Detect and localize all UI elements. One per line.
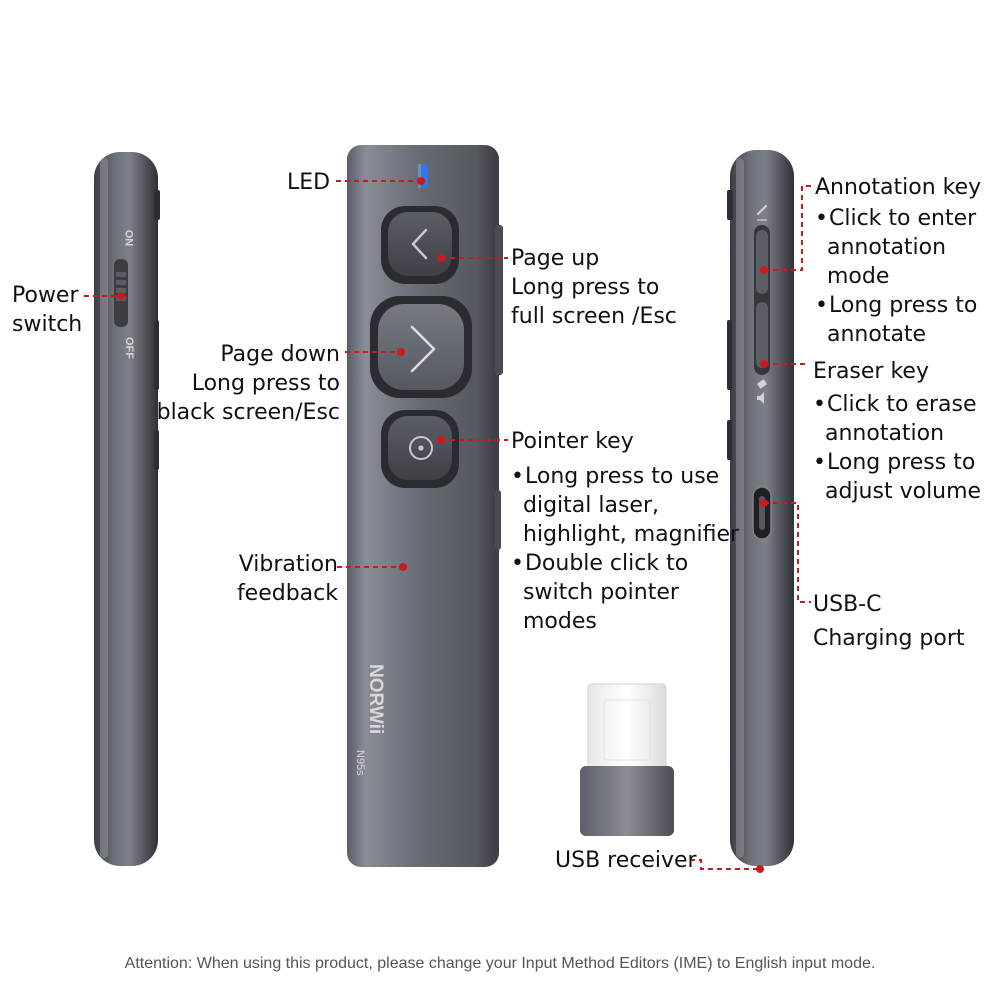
left-edge-notch (154, 190, 160, 220)
chevron-right-icon (410, 325, 436, 373)
annotation-bullet-1-line-2: annotation (827, 235, 947, 260)
annotation-title: Annotation key (815, 175, 982, 200)
attention-footer: Attention: When using this product, plea… (124, 955, 876, 972)
left-body (94, 152, 158, 866)
power-switch-ridge (116, 280, 126, 285)
callout-dot (437, 436, 445, 444)
callout-dots (117, 177, 768, 873)
right-highlight (736, 158, 744, 858)
page-up-label: Page up Long press to full screen /Esc (511, 244, 677, 331)
page-down-label: Page down Long press to black screen/Esc (157, 340, 340, 427)
callout-usb-c (764, 502, 811, 603)
led-label: LED (287, 170, 331, 195)
eraser-label: Eraser key Click to erase annotation Lon… (813, 357, 981, 506)
pointer-bullet-1-line-2: digital laser, (523, 493, 659, 518)
brand-name: NORWii (365, 664, 386, 735)
left-side-view (94, 152, 160, 866)
pointer-bullet-1-line-1: Long press to use (511, 462, 739, 491)
chevron-left-icon (411, 228, 428, 260)
right-edge-notch (727, 420, 732, 460)
front-side-edge (495, 490, 501, 550)
callout-dot (117, 292, 125, 300)
page-up-button[interactable] (388, 212, 452, 276)
power-on-marking: ON (122, 229, 135, 247)
callouts (84, 180, 813, 870)
callout-dot (437, 254, 445, 262)
eraser-bullet-1-line-2: annotation (825, 421, 945, 446)
volume-icon (757, 392, 764, 404)
callout-annotation (764, 185, 813, 271)
annotation-bullet-1-line-3: mode (827, 264, 890, 289)
front-side-edge (495, 225, 503, 375)
annotation-label: Annotation key Click to enter annotation… (815, 173, 981, 349)
pointer-target-dot (418, 445, 424, 451)
pointer-bullet-1-line-3: highlight, magnifier (523, 522, 740, 547)
page-down-line-2: black screen/Esc (156, 400, 340, 425)
usb-receiver-body (580, 766, 674, 836)
eraser-bullet-2-line-2: adjust volume (825, 479, 982, 504)
eraser-title: Eraser key (813, 359, 929, 384)
usb-c-label: USB-C Charging port (813, 588, 965, 656)
callout-dot (760, 360, 768, 368)
power-switch-label: Power switch (12, 281, 82, 339)
callout-dot (756, 865, 764, 873)
eraser-icon (757, 379, 767, 389)
page-up-title: Page up (511, 246, 600, 271)
power-switch-ridge (116, 272, 126, 277)
usb-plug-inner (603, 699, 651, 761)
eraser-bullet-2-line-1: Long press to (813, 448, 981, 477)
right-edge-notch (727, 190, 733, 220)
front-view (347, 145, 503, 867)
pointer-target-icon (409, 436, 433, 460)
pointer-title: Pointer key (511, 429, 634, 454)
callout-dot (760, 266, 768, 274)
usb-c-line-2: Charging port (813, 626, 965, 651)
right-edge-notch (727, 320, 732, 390)
callout-usb-receiver (690, 859, 760, 870)
annotation-bullet-2-line-1: Long press to (815, 291, 981, 320)
callout-dot (399, 563, 407, 571)
pointer-bullet-2-line-1: Double click to (511, 549, 739, 578)
eraser-key[interactable] (756, 302, 768, 368)
pointer-label: Pointer key Long press to use digital la… (511, 427, 739, 636)
usb-c-line-1: USB-C (813, 592, 882, 617)
pen-icon (757, 205, 767, 215)
eraser-bullet-1-line-1: Click to erase (813, 390, 981, 419)
callout-dot (397, 348, 405, 356)
power-switch-ridge (116, 288, 126, 293)
page-down-title: Page down (220, 342, 340, 367)
pointer-bullet-2-line-3: modes (523, 609, 597, 634)
left-edge-notch (154, 430, 159, 470)
brand-model: N95s (354, 750, 366, 776)
usb-receiver-label: USB receiver (555, 848, 697, 873)
page-down-button[interactable] (378, 304, 464, 390)
annotation-key[interactable] (756, 230, 768, 294)
power-switch-line-2: switch (12, 312, 83, 337)
left-edge-notch (154, 320, 159, 390)
brand-mark: NORWii N95s (348, 660, 418, 790)
vibration-label: Vibration feedback (237, 550, 338, 608)
usb-plug (587, 683, 667, 777)
annotation-bullet-2-line-2: annotate (827, 322, 927, 347)
power-off-marking: OFF (123, 337, 135, 359)
led-shine (418, 164, 421, 188)
page-up-line-1: Long press to (511, 275, 660, 300)
callout-dot (760, 499, 768, 507)
annotation-bullet-1-line-1: Click to enter (815, 204, 981, 233)
power-switch-line-1: Power (12, 283, 79, 308)
page-down-line-1: Long press to (191, 371, 340, 396)
vibration-line-1: Vibration (238, 552, 338, 577)
pointer-bullet-2-line-2: switch pointer (523, 580, 679, 605)
usb-receiver (580, 683, 674, 836)
vibration-line-2: feedback (236, 581, 338, 606)
page-up-line-2: full screen /Esc (511, 304, 677, 329)
left-highlight (100, 158, 108, 858)
callout-dot (417, 177, 425, 185)
